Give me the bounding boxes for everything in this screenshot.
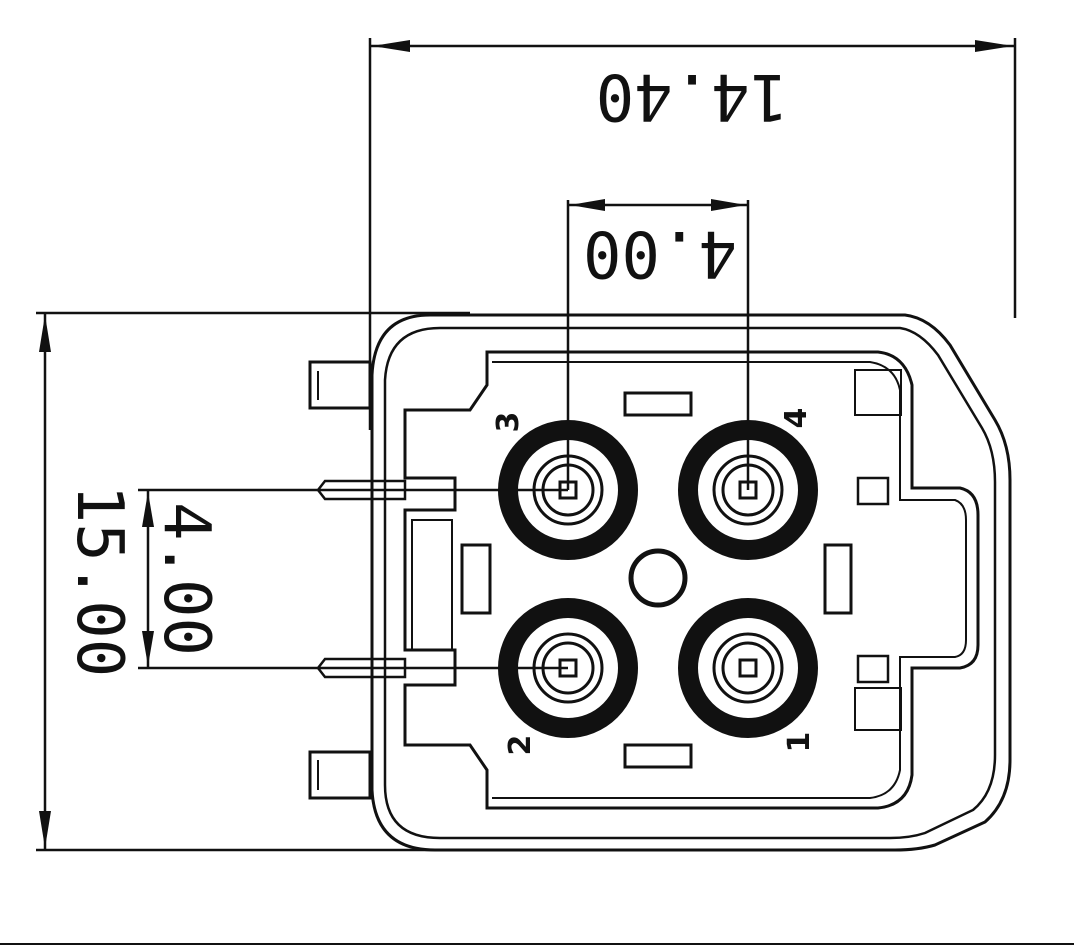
dim-label-pin-pitch-vertical: 4.00 <box>149 502 223 656</box>
pin-label-1: 1 <box>782 732 817 753</box>
dimension-pin-pitch-horizontal <box>566 199 750 490</box>
pin-label-3: 3 <box>491 412 526 433</box>
pin-socket-4 <box>678 420 818 560</box>
pin-socket-2 <box>498 598 638 738</box>
pin-label-4: 4 <box>779 408 814 429</box>
dim-label-overall-width: 14.40 <box>596 59 789 133</box>
pin-socket-1 <box>678 598 818 738</box>
dim-label-pin-pitch-horizontal: 4.00 <box>583 216 737 290</box>
pin-label-2: 2 <box>503 735 538 756</box>
connector-housing <box>308 313 1012 852</box>
dimension-overall-height <box>36 311 470 852</box>
dimension-pin-pitch-vertical <box>138 488 568 670</box>
pin-socket-3 <box>498 420 638 560</box>
dim-label-overall-height: 15.00 <box>62 485 136 678</box>
